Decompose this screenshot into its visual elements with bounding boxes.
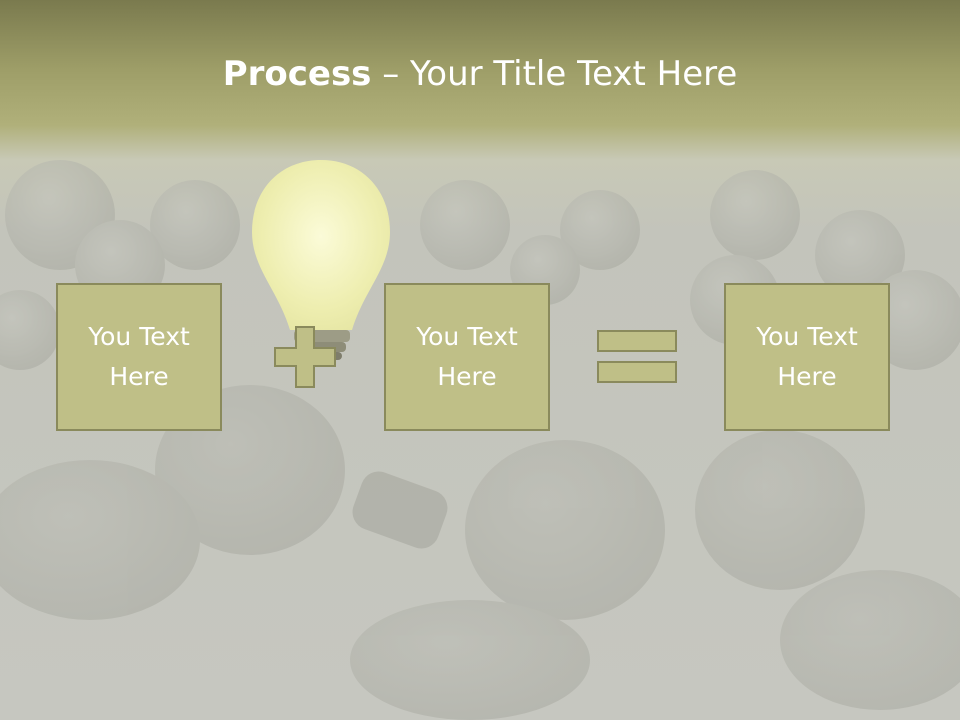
title-rest: – Your Title Text Here [371, 54, 738, 94]
title-bold: Process [222, 54, 372, 94]
plus-icon [274, 326, 336, 388]
process-box-2[interactable]: You Text Here [384, 283, 550, 431]
equals-icon [597, 330, 677, 383]
process-box-3[interactable]: You Text Here [724, 283, 890, 431]
process-box-1[interactable]: You Text Here [56, 283, 222, 431]
slide-title: Process – Your Title Text Here [0, 52, 960, 96]
